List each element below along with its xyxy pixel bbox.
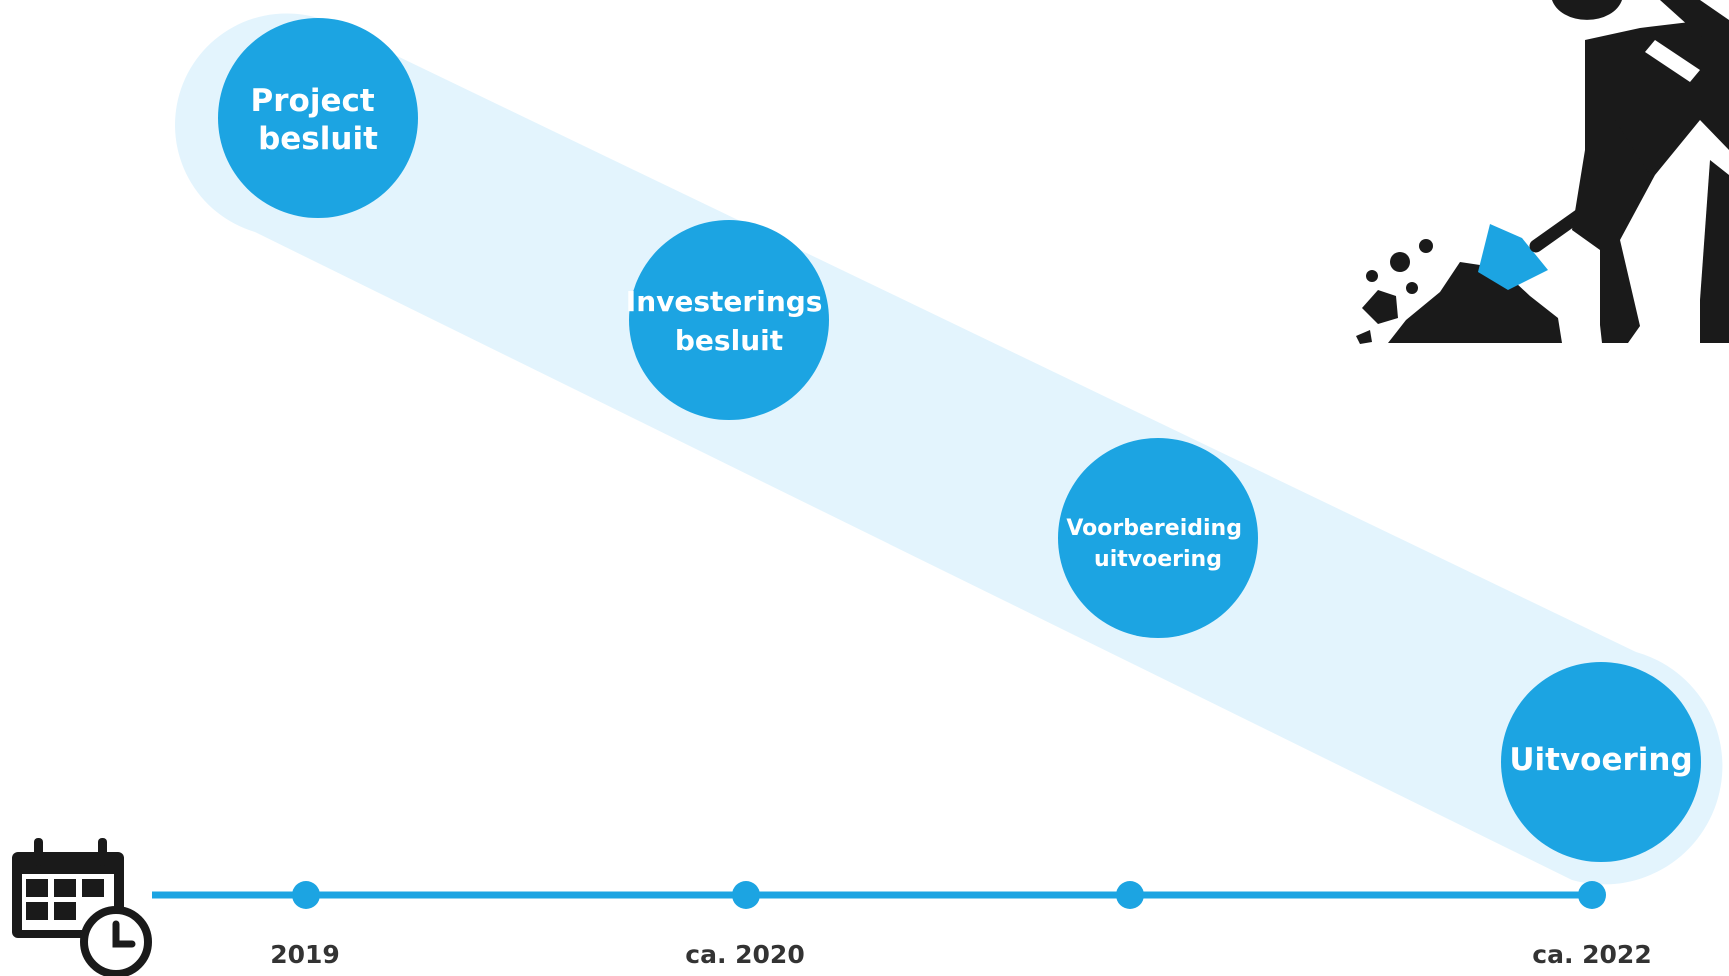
svg-text:Investerings besluit: Investerings besluit bbox=[626, 285, 832, 357]
milestone-voorbereiding-uitvoering: Voorbereiding uitvoering bbox=[1058, 438, 1258, 638]
timeline-dot-4 bbox=[1578, 881, 1606, 909]
worker-digging-icon bbox=[1356, 0, 1729, 344]
timeline-dot-3 bbox=[1116, 881, 1144, 909]
timeline-label-2019: 2019 bbox=[270, 940, 340, 969]
milestone-project-besluit: Project besluit bbox=[218, 18, 418, 218]
svg-text:Uitvoering: Uitvoering bbox=[1509, 742, 1692, 778]
svg-text:Project besluit: Project besluit bbox=[251, 83, 386, 157]
progress-band bbox=[175, 13, 1723, 885]
timeline-dot-2 bbox=[732, 881, 760, 909]
milestone-investerings-besluit: Investerings besluit bbox=[626, 220, 832, 420]
timeline-dot-1 bbox=[292, 881, 320, 909]
calendar-clock-icon bbox=[12, 838, 152, 976]
milestone-uitvoering: Uitvoering bbox=[1501, 662, 1701, 862]
timeline-label-2022: ca. 2022 bbox=[1532, 940, 1651, 969]
svg-text:Voorbereiding uitvoering: Voorbereiding uitvoering bbox=[1066, 516, 1249, 572]
timeline-label-2020: ca. 2020 bbox=[685, 940, 804, 969]
